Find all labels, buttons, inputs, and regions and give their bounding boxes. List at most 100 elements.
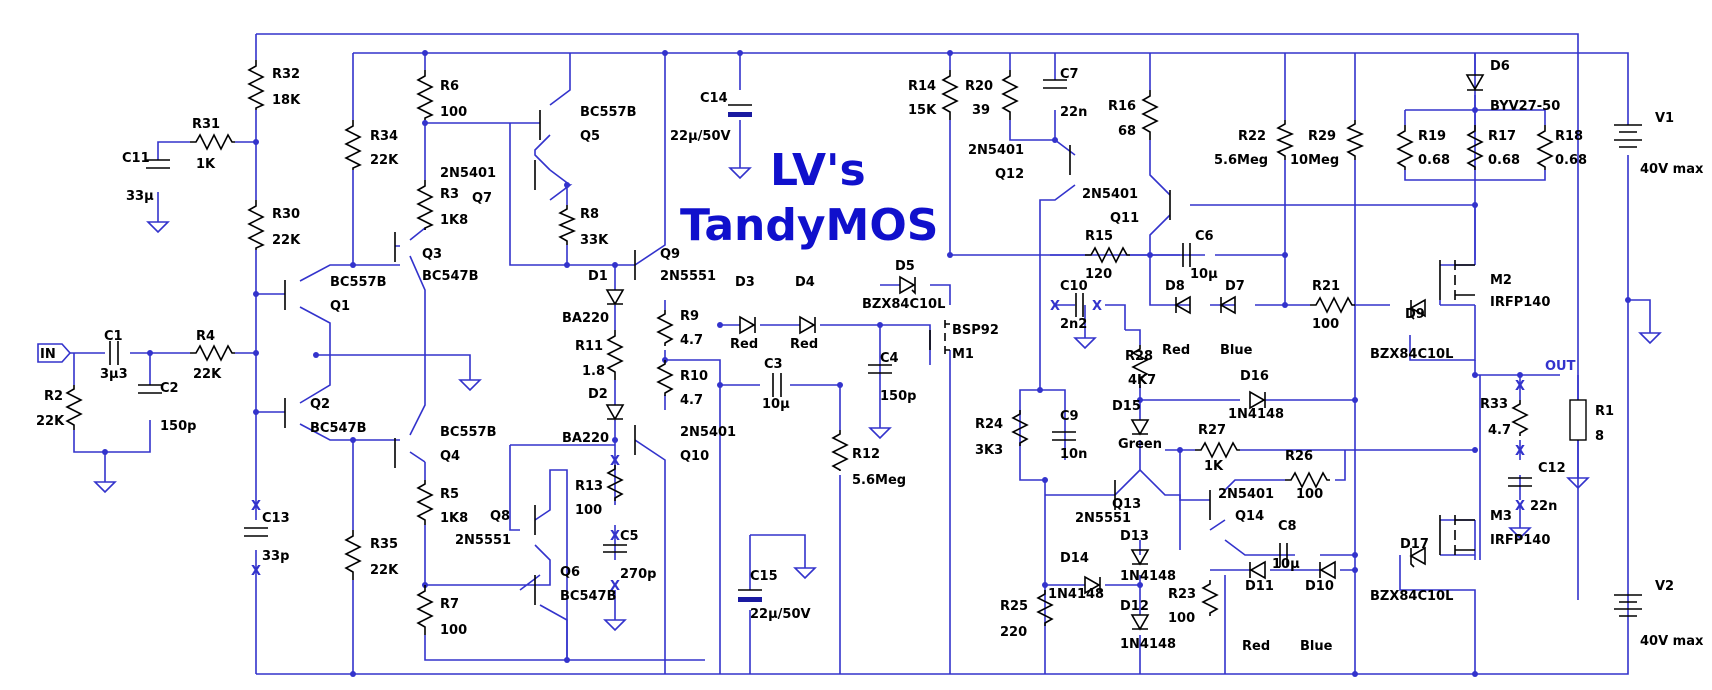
cap-c4-value: 150p [880, 389, 916, 404]
cap-c13-value: 33p [262, 549, 289, 564]
q7-model: 2N5401 [440, 166, 496, 181]
cap-c7-value: 22n [1060, 105, 1087, 120]
nc-marker: X [1515, 379, 1525, 394]
resistor-r12-value: 5.6Meg [852, 473, 906, 488]
resistor-r11-ref: R11 [575, 339, 603, 354]
d4-model: Red [790, 337, 818, 352]
component-bodies [37, 60, 1642, 635]
nc-marker: X [251, 564, 261, 579]
resistor-r33-value: 4.7 [1488, 423, 1511, 438]
resistor-r14-value: 15K [908, 103, 937, 118]
d12-model: 1N4148 [1120, 637, 1176, 652]
no-connect-markers: X X X X X X X X X X [251, 299, 1525, 594]
resistor-r23-value: 100 [1168, 611, 1195, 626]
resistor-r5-value: 1K8 [440, 511, 468, 526]
resistor-r17-value: 0.68 [1488, 153, 1520, 168]
resistor-r14-ref: R14 [908, 79, 936, 94]
resistor-r25-value: 220 [1000, 625, 1027, 640]
q13-ref: Q13 [1112, 497, 1141, 512]
resistor-r16-ref: R16 [1108, 99, 1136, 114]
d10-ref: D10 [1305, 579, 1334, 594]
resistor-r9-value: 4.7 [680, 333, 703, 348]
supply-v1-value: 40V max [1640, 162, 1704, 177]
cap-c5-value: 270p [620, 567, 656, 582]
d9-model: BZX84C10L [1370, 347, 1453, 362]
resistor-r32-value: 18K [272, 93, 301, 108]
d12-ref: D12 [1120, 599, 1149, 614]
resistor-r16-value: 68 [1118, 124, 1136, 139]
cap-c6-value: 10µ [1190, 267, 1218, 282]
q10-model: 2N5401 [680, 425, 736, 440]
q3-ref: Q3 [422, 247, 442, 262]
cap-c4-ref: C4 [880, 351, 899, 366]
d15-model: Green [1118, 437, 1162, 452]
resistor-r10-ref: R10 [680, 369, 708, 384]
q7-ref: Q7 [472, 191, 492, 206]
nc-marker: X [251, 499, 261, 514]
d10-model: Blue [1300, 639, 1333, 654]
q5-ref: Q5 [580, 129, 600, 144]
resistor-r28-value: 4K7 [1128, 373, 1156, 388]
d14-ref: D14 [1060, 551, 1089, 566]
schematic-title-line1: LV's [770, 145, 866, 196]
output-port-label: OUT [1545, 359, 1576, 374]
resistor-r3-value: 1K8 [440, 213, 468, 228]
cap-c2-value: 150p [160, 419, 196, 434]
resistor-r8-ref: R8 [580, 207, 599, 222]
resistor-r23-ref: R23 [1168, 587, 1196, 602]
cap-c3-ref: C3 [764, 357, 783, 372]
cap-c12-value: 22n [1530, 499, 1557, 514]
resistor-r19-ref: R19 [1418, 129, 1446, 144]
schematic-title-line2: TandyMOS [680, 200, 938, 251]
resistor-r24-value: 3K3 [975, 443, 1003, 458]
cap-c8-value: 10µ [1272, 557, 1300, 572]
resistor-r18-ref: R18 [1555, 129, 1583, 144]
cap-c11-ref: C11 [122, 151, 150, 166]
resistor-r32-ref: R32 [272, 67, 300, 82]
m2-ref: M2 [1490, 273, 1512, 288]
resistor-r5-ref: R5 [440, 487, 459, 502]
m3-ref: M3 [1490, 509, 1512, 524]
resistor-r26-value: 100 [1296, 487, 1323, 502]
q13-model: 2N5551 [1075, 511, 1131, 526]
d5-model: BZX84C10L [862, 297, 945, 312]
cap-c9-value: 10n [1060, 447, 1087, 462]
nc-marker: X [1515, 499, 1525, 514]
nc-marker: X [1515, 444, 1525, 459]
resistor-r22-value: 5.6Meg [1214, 153, 1268, 168]
cap-c12-ref: C12 [1538, 461, 1566, 476]
cap-c1-ref: C1 [104, 329, 123, 344]
resistor-r28-ref: R28 [1125, 349, 1153, 364]
d9-ref: D9 [1405, 307, 1425, 322]
cap-c5-ref: C5 [620, 529, 639, 544]
resistor-r8-value: 33K [580, 233, 609, 248]
d14-model: 1N4148 [1048, 587, 1104, 602]
q12-model: 2N5401 [968, 143, 1024, 158]
d16-model: 1N4148 [1228, 407, 1284, 422]
resistor-r18-value: 0.68 [1555, 153, 1587, 168]
d6-model: BYV27-50 [1490, 99, 1560, 114]
cap-c13-ref: C13 [262, 511, 290, 526]
resistor-r20-value: 39 [972, 103, 990, 118]
resistor-r29-ref: R29 [1308, 129, 1336, 144]
transistor-labels: BC557B Q1 Q2 BC547B Q3 BC547B BC557B Q4 … [310, 105, 1550, 604]
resistor-r4-ref: R4 [196, 329, 215, 344]
resistor-r22-ref: R22 [1238, 129, 1266, 144]
cap-c7-ref: C7 [1060, 67, 1079, 82]
resistor-r31-value: 1K [196, 157, 216, 172]
input-port-label: IN [40, 347, 56, 362]
cap-c10-value: 2n2 [1060, 317, 1087, 332]
cap-c2-ref: C2 [160, 381, 179, 396]
q6-model: BC547B [560, 589, 617, 604]
resistor-r13-ref: R13 [575, 479, 603, 494]
d7-ref: D7 [1225, 279, 1245, 294]
d13-model: 1N4148 [1120, 569, 1176, 584]
resistor-r27-ref: R27 [1198, 423, 1226, 438]
nc-marker: X [1050, 299, 1060, 314]
resistor-r21-value: 100 [1312, 317, 1339, 332]
resistor-r15-value: 120 [1085, 267, 1112, 282]
nc-marker: X [1092, 299, 1102, 314]
resistor-r24-ref: R24 [975, 417, 1003, 432]
q8-ref: Q8 [490, 509, 510, 524]
q10-ref: Q10 [680, 449, 709, 464]
